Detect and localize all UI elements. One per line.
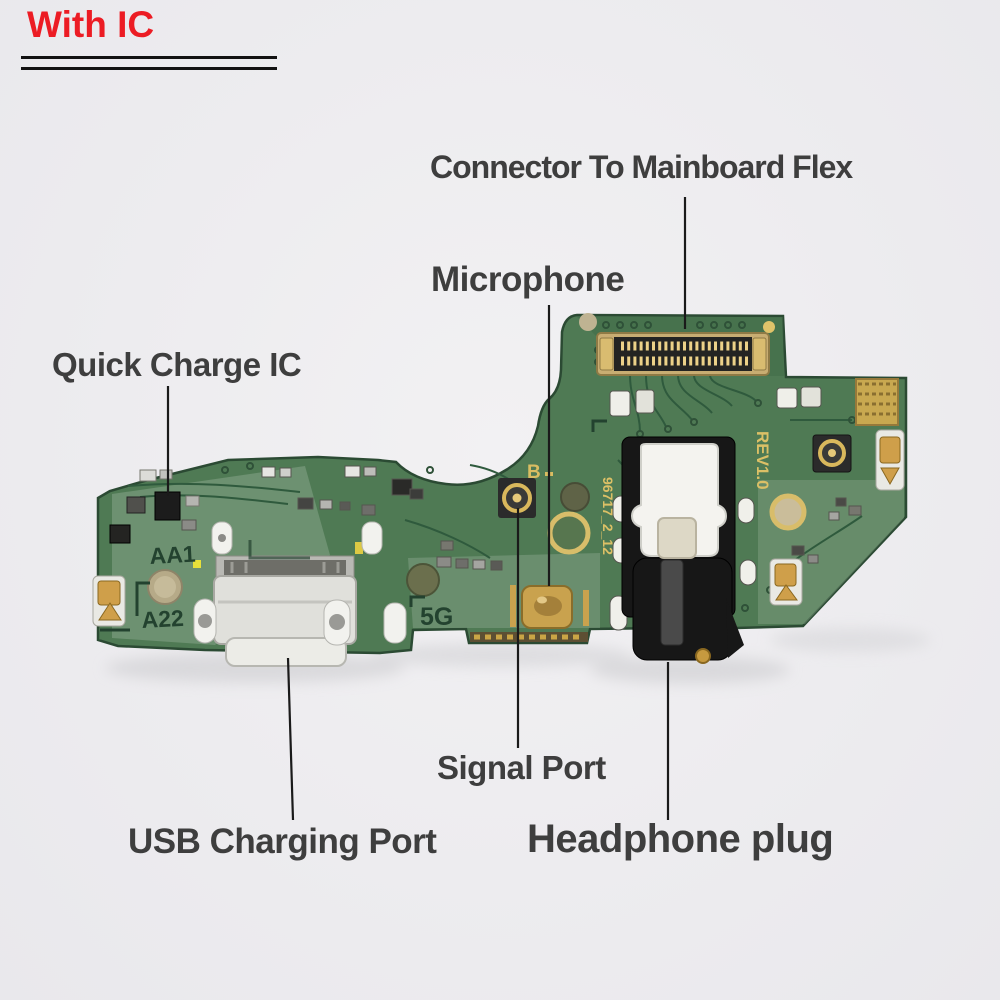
divider-line-bottom <box>21 67 277 70</box>
with-ic-badge: With IC <box>27 4 155 45</box>
fpc-connector <box>596 321 775 376</box>
silkscreen-serial: 96717_2_12 <box>600 477 616 555</box>
smd-components <box>193 386 862 631</box>
signal-port-connector <box>498 478 536 518</box>
edge-contact-tab <box>470 632 588 642</box>
silkscreen-5g: 5G <box>420 603 453 631</box>
pointer-line-usb <box>286 657 295 821</box>
microphone-component <box>510 585 589 629</box>
screw-holes <box>147 313 807 605</box>
label-usb-charging-port: USB Charging Port <box>128 822 437 861</box>
silkscreen-marks <box>100 419 607 632</box>
quick-charge-ic-chip <box>109 469 200 544</box>
divider-line-top <box>21 56 277 59</box>
usb-connector <box>193 521 407 667</box>
label-microphone: Microphone <box>431 260 625 299</box>
label-headphone-plug: Headphone plug <box>527 817 834 861</box>
label-signal-port: Signal Port <box>437 749 606 786</box>
label-quick-charge-ic: Quick Charge IC <box>52 346 302 383</box>
silkscreen-aa1: AA1 <box>149 541 197 569</box>
silkscreen-a22: A22 <box>141 605 185 633</box>
pointer-lines <box>166 197 687 821</box>
antenna-pad <box>855 378 899 426</box>
label-connector-to-mainboard-flex: Connector To Mainboard Flex <box>430 149 853 185</box>
silkscreen-rev: REV1.0 <box>753 431 772 490</box>
spring-contacts <box>92 429 905 627</box>
fiducial-dot <box>763 321 775 333</box>
silkscreen-b-mark: B <box>527 462 541 483</box>
vias <box>221 321 856 612</box>
antenna-coax-connector <box>812 434 852 473</box>
headphone-jack <box>621 436 744 664</box>
